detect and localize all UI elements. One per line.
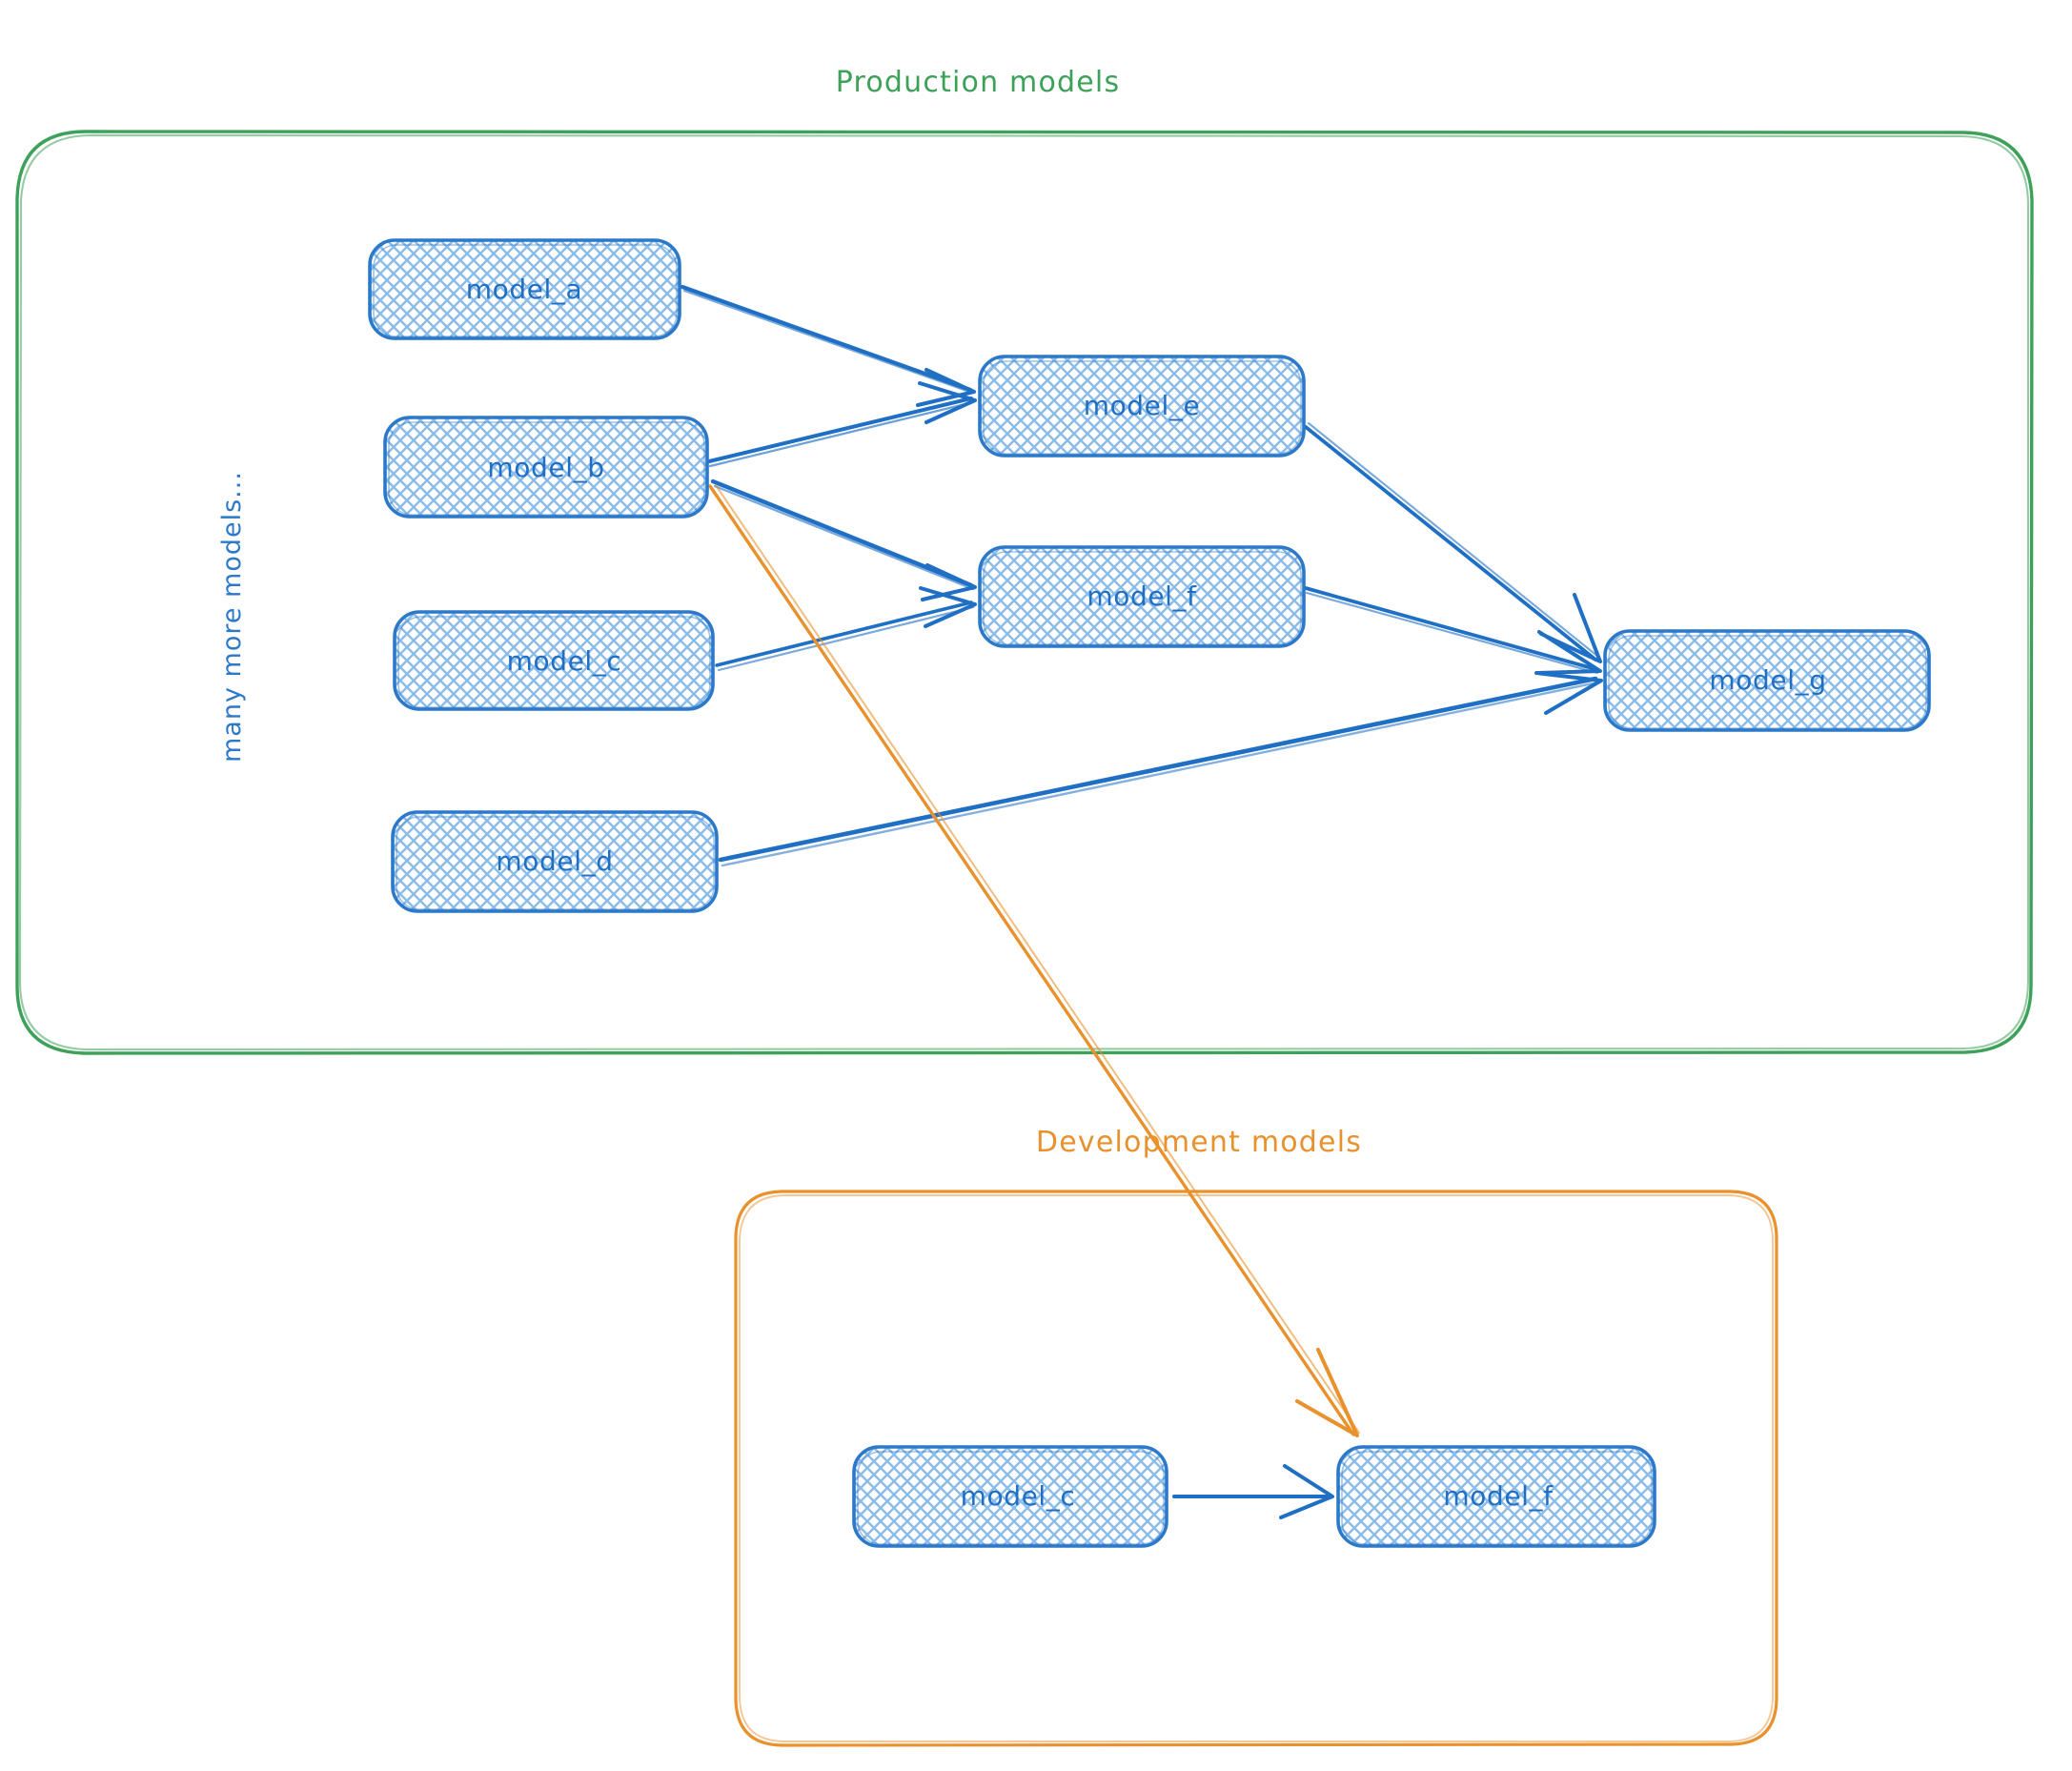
node-prod-model-e[interactable]: model_e: [978, 355, 1306, 458]
node-prod-model-a[interactable]: model_a: [368, 238, 681, 340]
edge-a-to-e: [680, 284, 976, 407]
edge-b-to-dev-f: [708, 484, 1360, 1437]
node-dev-model-f[interactable]: model_f: [1336, 1445, 1656, 1548]
node-label: model_b: [487, 452, 604, 483]
node-label: model_g: [1709, 664, 1826, 696]
group-title-development: Development models: [1036, 1126, 1362, 1159]
node-label: model_e: [1084, 390, 1201, 421]
node-label: model_a: [466, 274, 583, 305]
node-prod-model-b[interactable]: model_b: [383, 416, 709, 519]
group-container-production: [15, 130, 2034, 1055]
node-prod-model-c[interactable]: model_c: [393, 610, 715, 711]
node-label: model_f: [1087, 580, 1197, 612]
group-title-production: Production models: [836, 66, 1121, 99]
node-label: model_c: [961, 1480, 1076, 1512]
node-prod-model-d[interactable]: model_d: [391, 810, 719, 913]
edge-c-to-f: [715, 586, 977, 672]
node-label: model_d: [496, 845, 613, 877]
side-note-many-more-models: many more models...: [217, 471, 247, 763]
edge-b-to-e: [707, 381, 977, 468]
node-label: model_c: [507, 645, 622, 677]
edge-e-to-g: [1304, 421, 1602, 663]
node-dev-model-c[interactable]: model_c: [852, 1445, 1168, 1548]
edge-f-to-g: [1304, 586, 1602, 675]
node-prod-model-g[interactable]: model_g: [1603, 629, 1931, 732]
node-prod-model-f[interactable]: model_f: [978, 545, 1306, 648]
group-container-development: [734, 1190, 1778, 1747]
edge-devc-to-devf: [1172, 1464, 1334, 1519]
edge-d-to-g: [718, 671, 1603, 867]
node-label: model_f: [1443, 1480, 1554, 1512]
